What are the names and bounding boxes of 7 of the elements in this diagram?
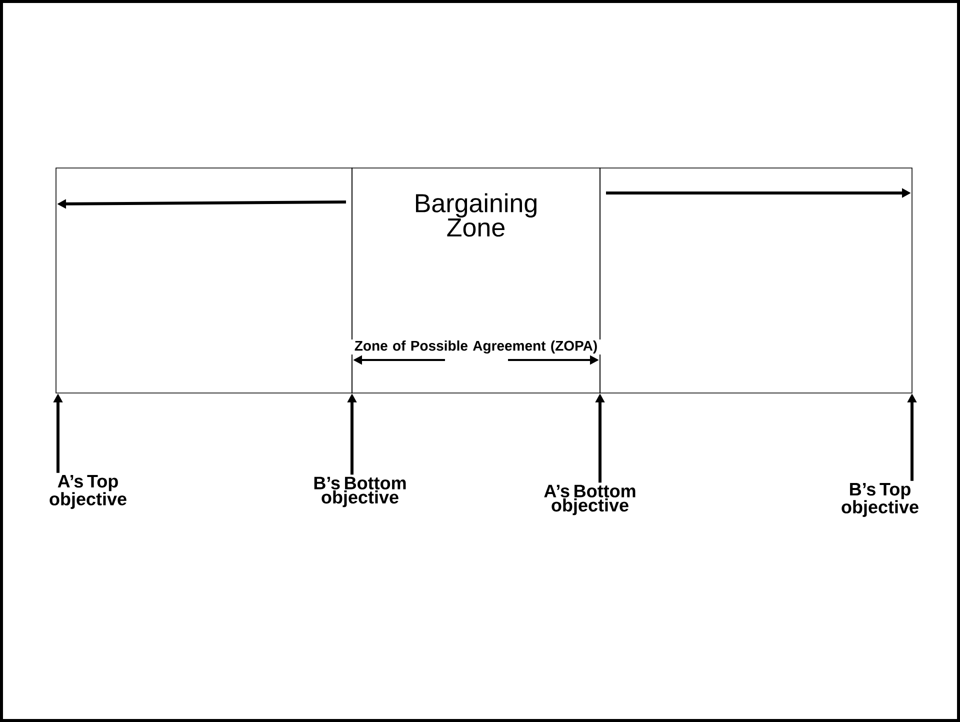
- zone-box: [600, 168, 912, 394]
- objective-label: A’s Bottom objective: [544, 484, 636, 516]
- zone-box: [56, 168, 352, 394]
- objective-label: B’s Top objective: [842, 483, 918, 517]
- objective-label: B’s Bottom objective: [314, 476, 406, 508]
- zone-label: Zone of Possible Agreement (ZOPA): [349, 339, 603, 355]
- objective-label: A’s Top objective: [50, 475, 126, 509]
